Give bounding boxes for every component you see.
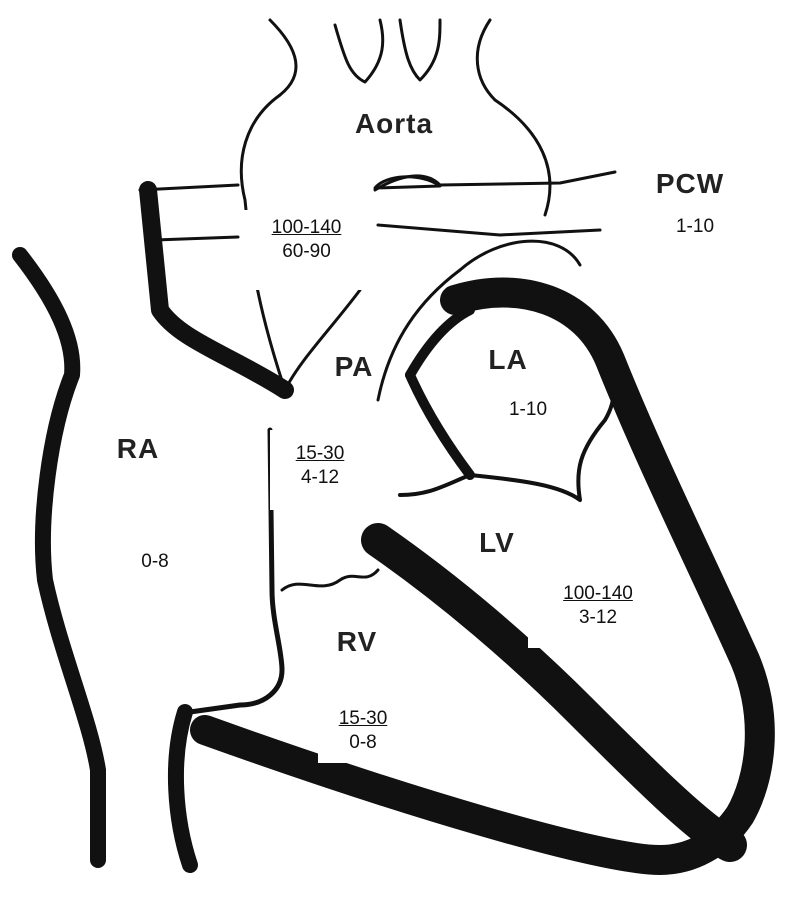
rv-outflow-edge [282,570,378,590]
aortic-branch-3 [400,20,440,80]
aorta-right-wall [495,100,550,215]
la-top-wall [460,241,580,270]
aortic-branch-2 [335,20,383,82]
pcw-label: PCW [656,168,724,200]
inferior-vena-cava [176,712,190,865]
ra-inner-wall [190,430,282,712]
lv-outer-wall [205,293,760,861]
ra-pressure: 0-8 [115,550,195,580]
pcw-pressure: 1-10 [650,215,740,245]
ra-label: RA [117,433,159,465]
la-septum [410,375,470,475]
ra-outer-wall [20,255,98,860]
la-pressure: 1-10 [488,398,568,428]
aorta-label: Aorta [355,108,433,140]
aorta-systolic: 100-140 [240,216,373,240]
aortic-branch-1 [270,20,296,95]
ra-value: 0-8 [115,550,195,574]
lv-label: LV [479,527,515,559]
aorta-diastolic: 60-90 [240,240,373,264]
rv-systolic: 15-30 [318,707,408,731]
lv-systolic: 100-140 [528,582,668,606]
aorta-pressure: 100-140 60-90 [240,210,373,290]
pa-systolic: 15-30 [270,442,370,466]
rv-label: RV [337,626,377,658]
aortic-branch-4 [477,20,495,100]
mitral-edge [400,475,470,495]
la-label: LA [488,344,527,376]
right-pulmonary-artery-bottom [155,237,238,240]
lv-pressure: 100-140 3-12 [528,578,668,648]
pcw-value: 1-10 [650,215,740,239]
rv-pressure: 15-30 0-8 [318,703,408,763]
pa-label: PA [335,351,374,383]
pa-diastolic: 4-12 [270,466,370,490]
la-value: 1-10 [488,398,568,422]
la-left-wall [410,310,470,375]
lv-diastolic: 3-12 [528,606,668,630]
left-pulmonary-artery-bottom [378,225,600,235]
rv-diastolic: 0-8 [318,731,408,755]
pa-pressure: 15-30 4-12 [270,430,370,510]
